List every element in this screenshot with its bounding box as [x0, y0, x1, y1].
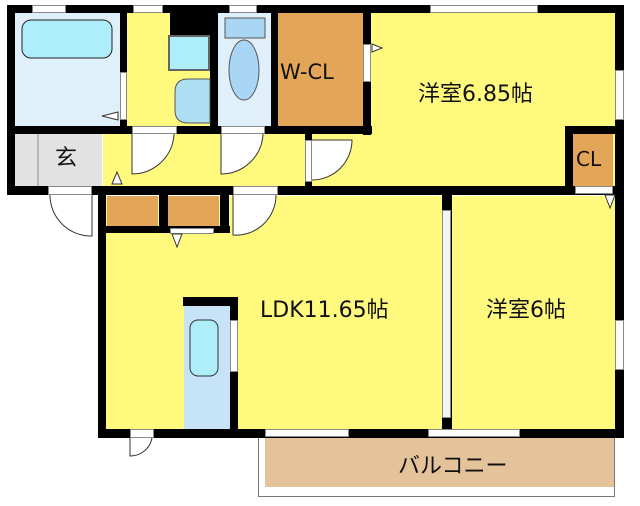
entrance-label: 玄 [55, 146, 78, 171]
closet [573, 134, 613, 186]
storage-left-fill [107, 196, 158, 226]
washroom-door-opening [132, 126, 177, 134]
closet-label: CL [576, 147, 602, 171]
door-arrow-hall [111, 170, 123, 185]
wall-storage-divider [159, 190, 168, 230]
western-room-1-lower [312, 126, 570, 186]
ldk-door-opening [233, 186, 278, 195]
wall-closet-top [565, 126, 620, 134]
walk-in-closet-label: W-CL [280, 60, 334, 84]
door-arrow-wcl [371, 43, 384, 53]
wall-top [7, 5, 624, 13]
door-swing-room1 [311, 139, 353, 181]
window-room1-right [615, 70, 624, 120]
window-room2-bottom [428, 429, 520, 437]
wall-right [615, 5, 624, 437]
toilet-bowl-icon [228, 39, 260, 101]
window-counter [230, 320, 238, 372]
door-swing-entrance [49, 194, 93, 237]
entrance [14, 134, 102, 186]
balcony-rail [258, 437, 615, 497]
storage-door [170, 228, 214, 234]
sink-icon [189, 319, 219, 377]
washing-machine-icon [174, 78, 211, 124]
bath-door [120, 72, 127, 120]
toilet-door-opening [221, 126, 265, 134]
wall-bath-bottom [7, 126, 372, 134]
door-swing-washroom [131, 133, 175, 175]
balcony [265, 437, 615, 487]
ldk [106, 196, 442, 429]
washbasin-icon [168, 35, 210, 71]
bathtub-icon [21, 19, 113, 59]
window-room2-right [615, 320, 624, 370]
storage-right-fill [168, 196, 219, 226]
door-arrow-closet [604, 194, 616, 210]
entrance-door-opening [48, 186, 92, 195]
door-swing-ldk [232, 194, 277, 236]
ldk-label: LDK11.65帖 [260, 298, 389, 323]
window-room1-top [430, 5, 538, 13]
door-arrow-storage [171, 233, 183, 249]
utility-door-opening [130, 429, 154, 438]
balcony-label: バルコニー [398, 454, 508, 479]
door-arrow-bath [101, 111, 119, 121]
closet-door [575, 186, 613, 194]
wall-storage-right [220, 190, 229, 233]
wall-entrance-left [7, 126, 15, 195]
window-bath [32, 5, 66, 13]
wall-counter-top [183, 297, 238, 306]
wall-closet-left [565, 126, 573, 190]
wall-bottom [98, 429, 624, 438]
wall-bath-washroom [120, 5, 127, 130]
wall-left-top [7, 5, 15, 195]
western-room-2-label: 洋室6帖 [486, 298, 566, 323]
window-washroom [133, 5, 163, 13]
window-ldk-bottom [265, 429, 349, 437]
wcl-door [363, 44, 371, 82]
wall-toilet-wcl [271, 5, 278, 130]
sliding-door-room2 [442, 210, 451, 418]
door-swing-utility [129, 437, 153, 457]
door-swing-toilet [220, 133, 264, 175]
room1-door-opening [305, 140, 312, 182]
wall-washroom-notch [170, 5, 214, 35]
window-toilet [229, 5, 257, 13]
toilet-tank-icon [224, 17, 266, 39]
wall-ldk-left [98, 186, 106, 437]
wall-entrance-bottom [7, 186, 617, 195]
wall-washroom-toilet [210, 5, 218, 130]
walk-in-closet [278, 12, 363, 126]
western-room-1-label: 洋室6.85帖 [418, 82, 533, 107]
western-room-2 [452, 196, 615, 429]
